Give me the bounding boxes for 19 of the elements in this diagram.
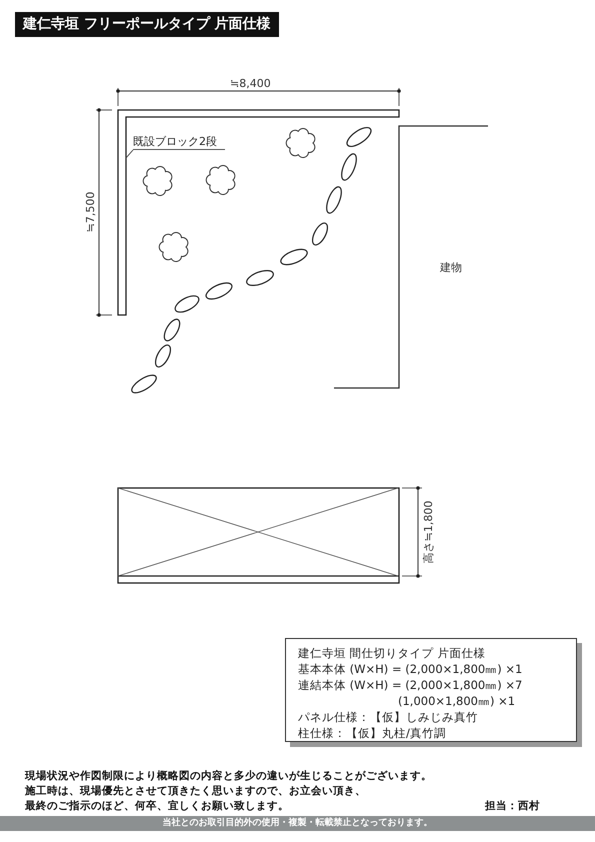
spec-text: 柱仕様：【仮】丸柱/真竹調: [298, 725, 447, 741]
spec-text: (1,000×1,800㎜) ×1: [397, 693, 516, 709]
spec-text: 基本本体 (W×H) = (2,000×1,800㎜) ×1: [298, 661, 524, 677]
dimension-label: ≒8,400: [230, 77, 271, 91]
leader-text: 既設ブロック2段: [133, 135, 225, 150]
staff-label: 担当：西村: [485, 799, 540, 813]
building-label: 建物: [440, 261, 462, 275]
block-wall: [117, 109, 400, 316]
note-text: 現場状況や作図制限により概略図の内容と多少の違いが生じることがございます。: [25, 769, 432, 783]
spec-text: パネル仕様：【仮】しみじみ真竹: [298, 709, 479, 725]
dimension-label: 高さ≒1,800: [422, 500, 436, 564]
spec-text: 連結本体 (W×H) = (2,000×1,800㎜) ×7: [298, 677, 524, 693]
copyright-bar: 当社とのお取引目的外の使用・複製・転載禁止となっております。: [0, 816, 595, 831]
spec-text: 建仁寺垣 間仕切りタイプ 片面仕様: [298, 645, 486, 661]
dimension-label: ≒7,500: [84, 192, 98, 232]
note-text: 最終のご指示のほど、何卒、宜しくお願い致します。: [25, 799, 289, 813]
note-text: 施工時は、現場優先とさせて頂きたく思いますので、お立会い頂き、: [25, 784, 366, 798]
title-banner: 建仁寺垣 フリーポールタイプ 片面仕様: [15, 12, 279, 37]
leader-line: [126, 150, 134, 158]
